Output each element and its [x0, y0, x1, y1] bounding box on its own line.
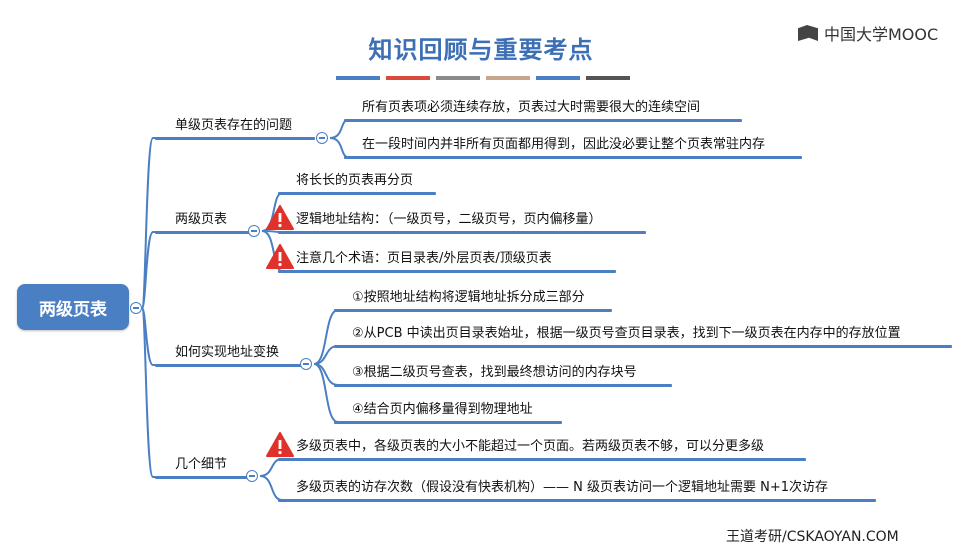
branch-label[interactable]: 如何实现地址变换: [175, 345, 280, 360]
root-node-label: 两级页表: [39, 299, 107, 320]
branch-underline: [155, 137, 315, 140]
title-color-segment: [436, 76, 480, 80]
slide-title: 知识回顾与重要考点: [368, 36, 594, 64]
root-collapse-icon[interactable]: [130, 302, 142, 314]
root-branch-connector: [141, 137, 175, 309]
leaf-node-text[interactable]: ④结合页内偏移量得到物理地址: [352, 402, 533, 417]
title-color-segment: [336, 76, 380, 80]
leaf-underline: [278, 270, 616, 273]
branch-underline: [155, 364, 305, 367]
title-color-segment: [486, 76, 530, 80]
leaf-node-text[interactable]: 将长长的页表再分页: [296, 173, 414, 188]
leaf-underline: [344, 119, 742, 122]
title-color-segment: [536, 76, 580, 80]
mooc-logo-text: 中国大学MOOC: [824, 25, 939, 44]
leaf-node-text[interactable]: 所有页表项必须连续存放，页表过大时需要很大的连续空间: [362, 100, 701, 115]
title-color-segment: [586, 76, 630, 80]
branch-underline: [155, 476, 255, 479]
root-branch-connector: [141, 231, 175, 309]
leaf-node-text[interactable]: 在一段时间内并非所有页面都用得到，因此没必要让整个页表常驻内存: [362, 137, 766, 152]
leaf-underline: [334, 421, 562, 424]
branch-child-connector: [259, 458, 296, 477]
branch-child-connector: [329, 137, 362, 158]
leaf-underline: [344, 156, 802, 159]
branch-child-connector: [313, 309, 352, 365]
branch-child-connector: [329, 119, 362, 139]
leaf-underline: [278, 458, 806, 461]
leaf-underline: [278, 192, 436, 195]
title-color-segment: [386, 76, 430, 80]
root-branch-connector: [141, 307, 175, 366]
branch-collapse-icon[interactable]: [248, 225, 260, 237]
warning-icon: [266, 205, 294, 230]
leaf-node-text[interactable]: 多级页表的访存次数（假设没有快表机构）—— N 级页表访问一个逻辑地址需要 N+…: [296, 480, 829, 495]
branch-label[interactable]: 单级页表存在的问题: [175, 118, 293, 133]
root-node[interactable]: 两级页表: [17, 284, 129, 330]
leaf-underline: [278, 499, 876, 502]
leaf-node-text[interactable]: 多级页表中，各级页表的大小不能超过一个页面。若两级页表不够，可以分更多级: [296, 439, 765, 454]
warning-icon: [266, 432, 294, 457]
warning-icon: [266, 244, 294, 269]
leaf-node-text[interactable]: ③根据二级页号查表，找到最终想访问的内存块号: [352, 365, 637, 380]
mooc-logo: 中国大学MOOC: [798, 22, 938, 44]
branch-child-connector: [313, 363, 352, 423]
branch-collapse-icon[interactable]: [300, 358, 312, 370]
branch-child-connector: [259, 475, 296, 501]
leaf-underline: [334, 309, 612, 312]
leaf-underline: [334, 384, 672, 387]
watermark-text: 王道考研/CSKAOYAN.COM: [726, 529, 899, 545]
leaf-node-text[interactable]: 注意几个术语：页目录表/外层页表/顶级页表: [296, 251, 552, 266]
root-branch-connector: [141, 307, 175, 478]
leaf-node-text[interactable]: 逻辑地址结构：（一级页号，二级页号，页内偏移量）: [296, 212, 602, 227]
leaf-node-text[interactable]: ②从PCB 中读出页目录表始址，根据一级页号查页目录表，找到下一级页表在内存中的…: [352, 326, 901, 341]
branch-collapse-icon[interactable]: [316, 132, 328, 144]
leaf-node-text[interactable]: ①按照地址结构将逻辑地址拆分成三部分: [352, 290, 585, 305]
branch-collapse-icon[interactable]: [246, 470, 258, 482]
branch-label[interactable]: 两级页表: [175, 212, 228, 227]
mooc-logo-icon: [798, 25, 818, 41]
leaf-underline: [334, 345, 952, 348]
branch-underline: [155, 231, 255, 234]
branch-label[interactable]: 几个细节: [175, 457, 228, 472]
leaf-underline: [278, 231, 646, 234]
